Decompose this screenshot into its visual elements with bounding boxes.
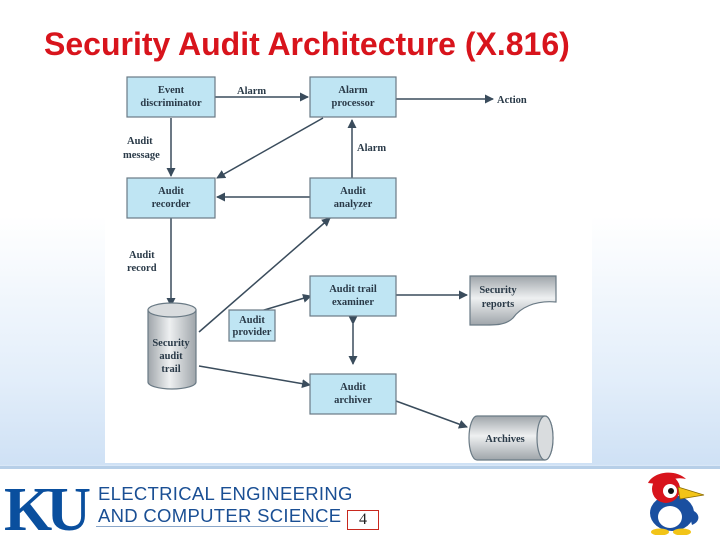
department-underline	[96, 526, 328, 527]
svg-text:trail: trail	[161, 364, 180, 375]
node-audit-recorder: Audit recorder	[126, 177, 216, 219]
svg-text:Audit: Audit	[158, 186, 184, 197]
svg-text:examiner: examiner	[332, 297, 374, 308]
diagram-edges	[166, 92, 494, 429]
label-audit-record-2: record	[127, 263, 157, 274]
node-alarm-processor: Alarm processor	[309, 76, 397, 118]
edge-archiver-to-archives	[395, 400, 468, 429]
svg-text:reports: reports	[482, 299, 514, 310]
label-alarm-side: Alarm	[357, 143, 386, 154]
diagram-canvas: Event discriminator Alarm processor Audi…	[123, 76, 557, 461]
jayhawk-mascot-icon	[648, 472, 705, 535]
edge-trail-to-archiver	[198, 365, 311, 389]
svg-text:recorder: recorder	[152, 199, 191, 210]
department-line-2: AND COMPUTER SCIENCE	[98, 505, 342, 526]
diagram-edge-labels: Alarm Action Audit message Alarm Audit r…	[123, 86, 527, 274]
label-audit-message-2: message	[123, 150, 160, 161]
svg-text:discriminator: discriminator	[140, 98, 202, 109]
svg-text:Audit: Audit	[340, 382, 366, 393]
svg-text:archiver: archiver	[334, 395, 372, 406]
svg-text:Audit: Audit	[340, 186, 366, 197]
node-audit-provider: Audit provider	[228, 309, 276, 342]
svg-text:Audit: Audit	[239, 315, 265, 326]
node-security-reports: Security reports	[469, 275, 557, 326]
svg-text:analyzer: analyzer	[334, 199, 373, 210]
edge-processor-to-recorder	[216, 117, 324, 179]
node-audit-archiver: Audit archiver	[309, 373, 397, 415]
node-audit-trail-examiner: Audit trail examiner	[309, 275, 397, 317]
svg-text:Audit trail: Audit trail	[329, 284, 377, 295]
edge-trail-to-analyzer	[198, 217, 331, 333]
label-audit-record-1: Audit	[129, 250, 155, 261]
audit-architecture-diagram: Event discriminator Alarm processor Audi…	[105, 70, 592, 463]
label-alarm-top: Alarm	[237, 86, 266, 97]
label-action: Action	[497, 95, 527, 106]
svg-text:Event: Event	[158, 85, 185, 96]
svg-text:Security: Security	[479, 285, 517, 296]
department-line-1: ELECTRICAL ENGINEERING	[98, 483, 353, 504]
node-security-audit-trail: Security audit trail	[147, 302, 197, 390]
ku-logo: KU	[4, 476, 91, 544]
svg-text:audit: audit	[159, 351, 183, 362]
slide-footer: KU ELECTRICAL ENGINEERING AND COMPUTER S…	[0, 466, 720, 543]
svg-text:provider: provider	[233, 327, 272, 338]
node-audit-analyzer: Audit analyzer	[309, 177, 397, 219]
node-event-discriminator: Event discriminator	[126, 76, 216, 118]
label-audit-message-1: Audit	[127, 136, 153, 147]
svg-text:Alarm: Alarm	[338, 85, 367, 96]
node-archives: Archives	[468, 415, 554, 461]
svg-text:Security: Security	[152, 338, 190, 349]
svg-text:processor: processor	[332, 98, 375, 109]
page-number: 4	[347, 510, 379, 530]
svg-text:Archives: Archives	[485, 434, 524, 445]
slide-title: Security Audit Architecture (X.816)	[44, 26, 570, 62]
